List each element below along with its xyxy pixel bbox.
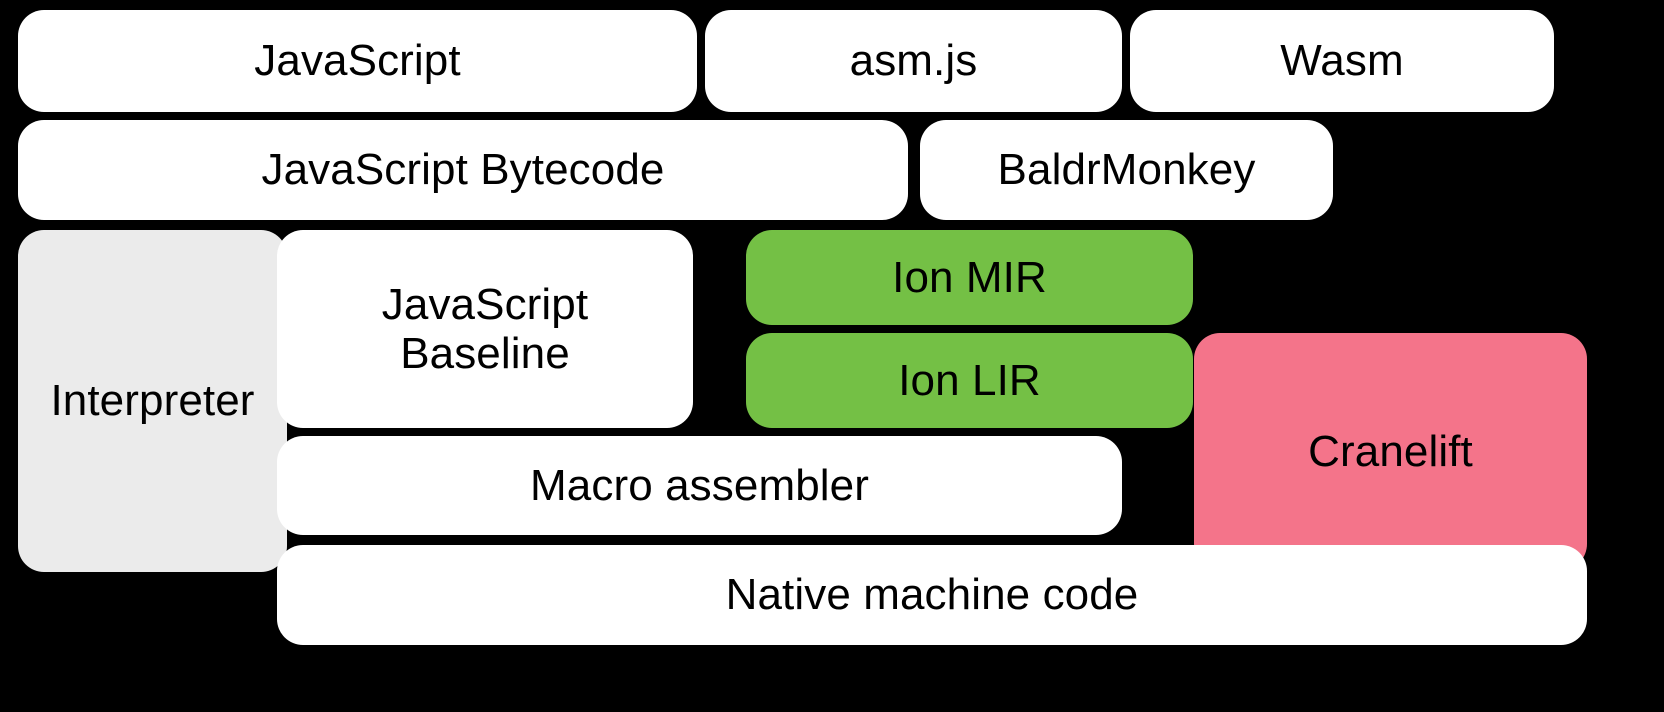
node-native-machine-code: Native machine code	[277, 545, 1587, 645]
node-label-javascript: JavaScript	[254, 36, 461, 86]
node-label-asm-js: asm.js	[849, 36, 978, 86]
node-label-native-machine-code: Native machine code	[725, 570, 1139, 620]
node-label-javascript-baseline: JavaScript Baseline	[381, 279, 589, 378]
node-cranelift: Cranelift	[1194, 333, 1587, 570]
node-label-baldrmonkey: BaldrMonkey	[997, 145, 1256, 195]
node-baldrmonkey: BaldrMonkey	[920, 120, 1333, 220]
node-ion-mir: Ion MIR	[746, 230, 1193, 325]
node-label-javascript-bytecode: JavaScript Bytecode	[261, 145, 665, 195]
node-label-cranelift: Cranelift	[1308, 426, 1473, 476]
node-ion-lir: Ion LIR	[746, 333, 1193, 428]
node-label-macro-assembler: Macro assembler	[530, 460, 869, 510]
node-interpreter: Interpreter	[18, 230, 287, 572]
node-label-ion-lir: Ion LIR	[898, 355, 1041, 405]
node-javascript: JavaScript	[18, 10, 697, 112]
node-asm-js: asm.js	[705, 10, 1122, 112]
node-label-interpreter: Interpreter	[50, 376, 255, 426]
node-label-ion-mir: Ion MIR	[892, 252, 1047, 302]
node-javascript-bytecode: JavaScript Bytecode	[18, 120, 908, 220]
node-label-wasm: Wasm	[1280, 36, 1404, 86]
node-wasm: Wasm	[1130, 10, 1554, 112]
node-macro-assembler: Macro assembler	[277, 436, 1122, 535]
node-javascript-baseline: JavaScript Baseline	[277, 230, 693, 428]
